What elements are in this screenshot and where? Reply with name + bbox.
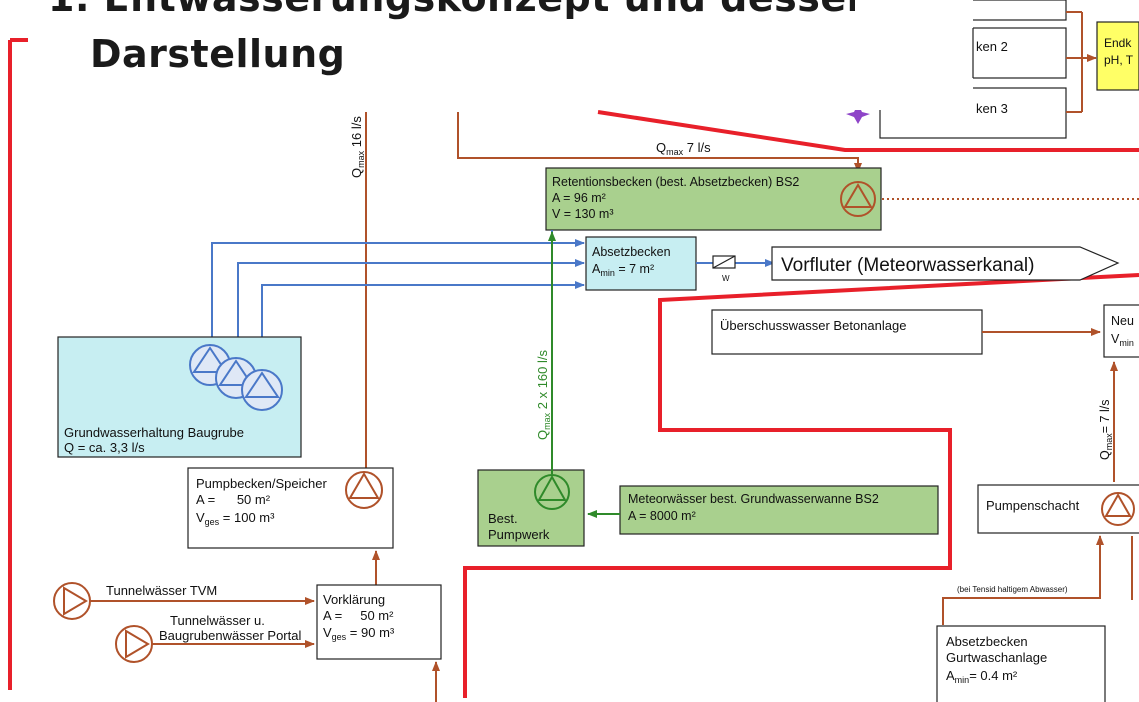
belt-wash-line-2: Gurtwaschanlage (946, 650, 1047, 665)
flow-q7-right: Qmax= 7 l/s (1098, 400, 1114, 460)
groundwater-line-2: Q = ca. 3,3 l/s (64, 440, 145, 455)
flow-meter-icon (712, 255, 736, 269)
pre-clarification-line-1: Vorklärung (323, 592, 385, 607)
neutralisation-line-1: Neu (1111, 314, 1134, 328)
pump-basin-pump-icon (345, 471, 383, 509)
endk-label-1: Endk (1104, 36, 1132, 50)
pipe-top-to-retention (457, 112, 862, 173)
becken-2-label: ken 2 (976, 39, 1008, 54)
pump-shaft-pump-icon (1101, 492, 1135, 526)
meteor-water-box (619, 485, 939, 535)
pump-basin-line-1: Pumpbecken/Speicher (196, 476, 327, 491)
retention-line-3: V = 130 m³ (552, 207, 614, 221)
belt-wash-line-1: Absetzbecken (946, 634, 1028, 649)
absetzbecken-line-1: Absetzbecken (592, 245, 671, 259)
endk-label-2: pH, T (1104, 53, 1134, 67)
flow-q16: Qmax 16 l/s (349, 116, 366, 178)
retention-basin-box (545, 167, 882, 231)
slide-title: 1. Entwässerungskonzept und dessen Darst… (48, 0, 874, 82)
groundwater-line-1: Grundwasserhaltung Baugrube (64, 425, 244, 440)
groundwater-pump-icons (189, 344, 283, 411)
retention-pump-icon (840, 181, 876, 217)
vorfluter-receiver (771, 246, 1120, 281)
tunnel-portal-label-2: Baugrubenwässer Portal (159, 628, 301, 643)
pre-clarification-line-3: Vges = 90 m³ (323, 625, 395, 642)
tensid-note: (bei Tensid haltigem Abwasser) (957, 585, 1068, 594)
vorfluter-label: Vorfluter (Meteorwasserkanal) (781, 255, 1034, 276)
retention-line-2: A = 96 m² (552, 191, 606, 205)
absetzbecken-box (585, 236, 697, 291)
neutralisation-box (1103, 304, 1139, 358)
overlay-cover (855, 0, 973, 110)
meteor-water-line-1: Meteorwässer best. Grundwasserwanne BS2 (628, 492, 879, 506)
tunnel-tvm-pump-icon (53, 582, 91, 620)
belt-wash-basin-box (936, 625, 1106, 702)
pump-station-line-1: Best. (488, 511, 518, 526)
pump-shaft-label: Pumpenschacht (986, 498, 1080, 513)
tunnel-portal-label-1: Tunnelwässer u. (170, 613, 265, 628)
tunnel-portal-pump-icon (115, 625, 153, 663)
absetzbecken-line-2: Amin = 7 m² (592, 262, 654, 278)
flow-q7-top: Qmax 7 l/s (656, 140, 711, 157)
retention-line-1: Retentionsbecken (best. Absetzbecken) BS… (552, 175, 799, 189)
neutralisation-line-2: Vmin (1111, 332, 1134, 348)
becken-3-label: ken 3 (976, 101, 1008, 116)
flow-q2x160: Qmax 2 x 160 l/s (535, 349, 552, 440)
meteor-water-line-2: A = 8000 m² (628, 509, 696, 523)
pre-clarification-box (316, 584, 442, 660)
pump-station-line-2: Pumpwerk (488, 527, 550, 542)
boundary-line-left (8, 38, 28, 690)
pump-basin-line-2: A = 50 m² (196, 492, 271, 507)
surplus-water-label: Überschusswasser Betonanlage (720, 318, 906, 333)
belt-wash-line-3: Amin= 0.4 m² (946, 668, 1018, 685)
flow-meter-label: W (722, 274, 730, 283)
pump-basin-line-3: Vges = 100 m³ (196, 510, 275, 527)
pump-station-pump-icon (534, 474, 570, 510)
title-line-1: 1. Entwässerungskonzept und dessen (48, 0, 874, 20)
title-line-2: Darstellung (90, 32, 346, 76)
pre-clarification-line-2: A = 50 m² (323, 608, 394, 623)
tunnel-tvm-label: Tunnelwässer TVM (106, 583, 217, 598)
boundary-line-main (463, 110, 1139, 698)
